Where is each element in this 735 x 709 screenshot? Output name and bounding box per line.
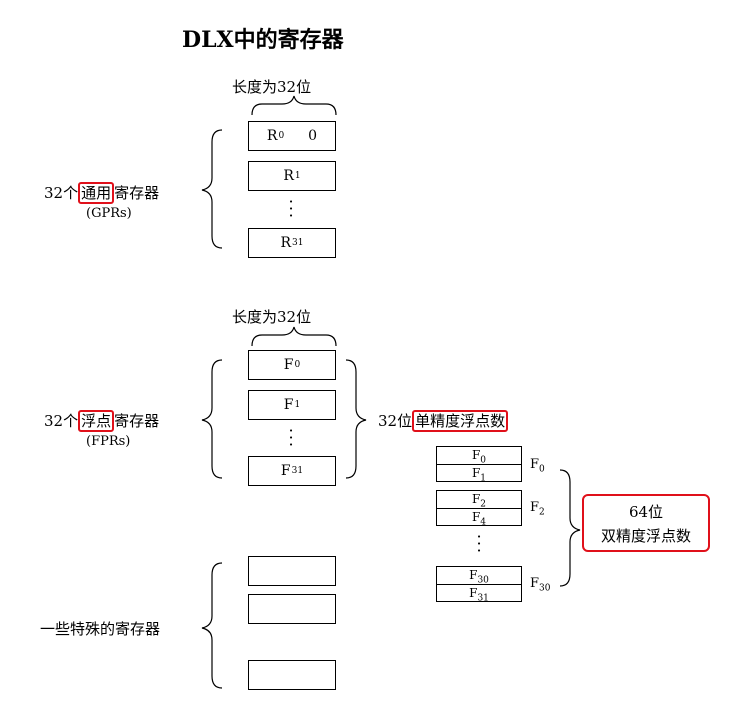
- double-pair-bottom: F31: [437, 584, 521, 603]
- register-index: 31: [291, 466, 304, 476]
- gpr-left-brace: [201, 129, 223, 249]
- double-pair-top: F2: [471, 492, 487, 510]
- double-pair-bottom: F4: [437, 508, 521, 527]
- fpr-right-brace: [345, 359, 367, 479]
- fpr-width-label: 长度为32位: [232, 308, 312, 326]
- gpr-ellipsis: ···: [288, 192, 294, 225]
- double-right-brace: [559, 469, 581, 587]
- gpr-label-highlight: 通用: [78, 182, 115, 204]
- gpr-width-label: 长度为32位: [232, 78, 312, 96]
- double-pair-0: F0 F1: [436, 446, 522, 483]
- register-name: F: [283, 357, 294, 373]
- gpr-abbr: (GPRs): [86, 206, 132, 221]
- fpr-abbr: (FPRs): [86, 434, 131, 449]
- register-name: R: [266, 128, 278, 144]
- double-pair-top: F0: [471, 448, 487, 466]
- register-name: R: [283, 168, 294, 184]
- fpr-width-brace: [251, 326, 337, 347]
- gpr-label-prefix: 32个: [44, 184, 79, 202]
- single-precision-label: 32位单精度浮点数: [378, 410, 509, 432]
- double-precision-box: 64位 双精度浮点数: [582, 494, 710, 552]
- fpr-ellipsis: ···: [288, 421, 294, 454]
- special-register-3: [248, 660, 336, 690]
- double-pair-2: F30 F31: [436, 566, 522, 603]
- double-pair-label-2: F30: [530, 576, 551, 594]
- single-precision-prefix: 32位: [378, 412, 413, 430]
- register-value: 0: [308, 128, 318, 144]
- double-pair-top: F30: [469, 568, 489, 586]
- register-index: 1: [294, 171, 301, 181]
- register-index: 31: [292, 238, 304, 248]
- fpr-label-highlight: 浮点: [78, 410, 115, 432]
- gpr-label-suffix: 寄存器: [114, 184, 160, 202]
- fpr-label-suffix: 寄存器: [114, 412, 160, 430]
- double-precision-size: 64位: [628, 503, 664, 521]
- fpr-label-prefix: 32个: [44, 412, 79, 430]
- double-pair-label-1: F2: [530, 500, 545, 518]
- fpr-left-brace: [201, 359, 223, 479]
- register-name: F: [283, 397, 294, 413]
- register-index: 0: [294, 360, 301, 370]
- double-pair-1: F2 F4: [436, 490, 522, 527]
- fpr-label: 32个浮点寄存器: [44, 410, 160, 432]
- gpr-width-brace: [251, 95, 337, 116]
- register-name: R: [280, 235, 292, 251]
- double-pair-bottom: F1: [437, 464, 521, 483]
- special-left-brace: [201, 562, 223, 689]
- register-name: F: [280, 463, 291, 479]
- register-index: 1: [294, 400, 301, 410]
- special-register-2: [248, 594, 336, 624]
- gpr-label: 32个通用寄存器: [44, 182, 160, 204]
- double-precision-label: 双精度浮点数: [600, 527, 691, 545]
- single-precision-highlight: 单精度浮点数: [412, 410, 509, 432]
- double-ellipsis: ···: [476, 527, 482, 560]
- special-registers-label: 一些特殊的寄存器: [40, 620, 161, 638]
- diagram-title: DLX中的寄存器: [182, 27, 344, 53]
- double-pair-label-0: F0: [530, 457, 545, 475]
- special-register-1: [248, 556, 336, 586]
- register-index: 0: [278, 131, 285, 141]
